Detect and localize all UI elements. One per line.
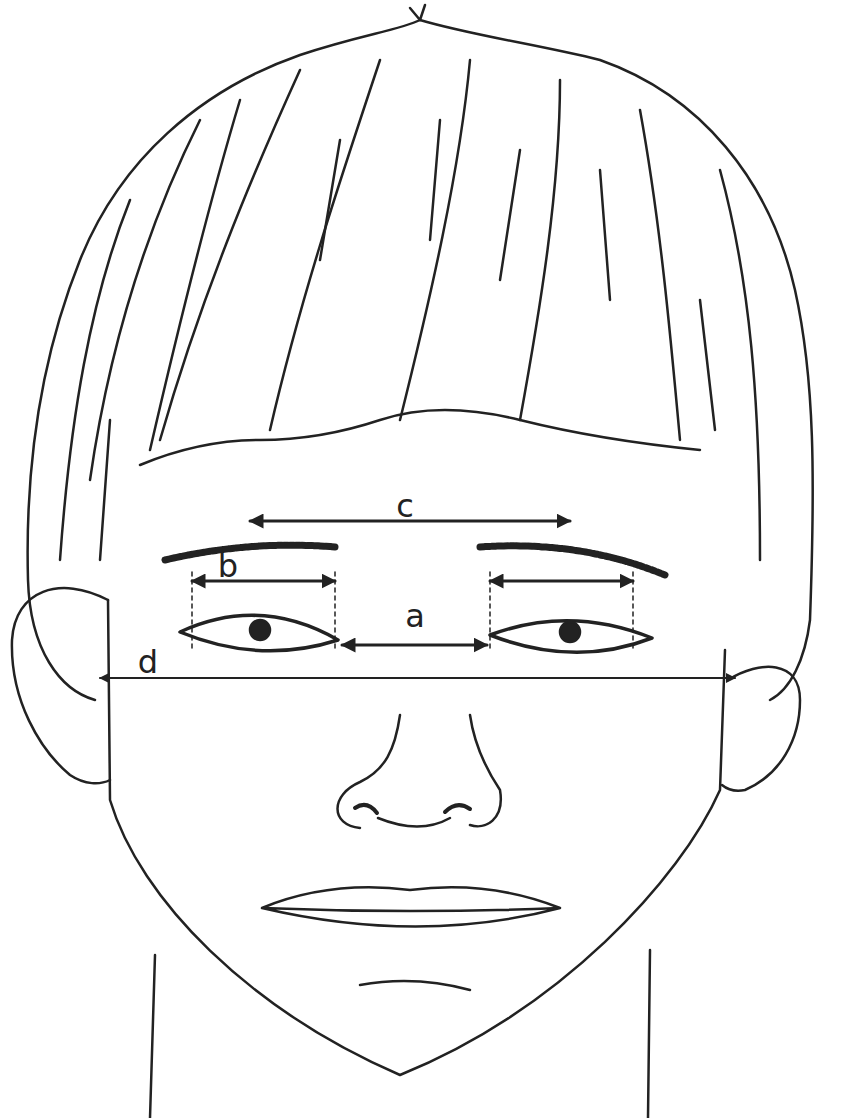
dimension-arrow	[192, 580, 335, 583]
dimension-arrow	[490, 580, 633, 583]
eyebrow	[165, 545, 335, 560]
pupil	[560, 622, 580, 642]
extension-line	[192, 572, 633, 650]
nostril	[355, 805, 470, 813]
dimension-arrow	[342, 644, 487, 647]
hair-strand	[100, 120, 715, 560]
hair-strand	[60, 60, 760, 560]
lips	[262, 887, 560, 926]
nose	[338, 715, 501, 828]
pupil	[250, 620, 270, 640]
neck-line	[648, 950, 650, 1118]
neck-line	[150, 955, 155, 1118]
dimension-label: c	[396, 490, 414, 522]
eye	[180, 615, 338, 650]
dimension-label: b	[218, 550, 238, 582]
hair-strand	[410, 5, 425, 20]
face-contour	[108, 600, 725, 1075]
dimension-label: d	[138, 646, 158, 678]
right-ear	[722, 667, 800, 791]
chin-mark	[360, 981, 470, 990]
dimension-arrow	[100, 677, 735, 679]
bangs-edge	[140, 410, 700, 465]
left-ear	[12, 588, 110, 783]
hair-outline	[28, 20, 813, 700]
dimension-label: a	[405, 600, 425, 632]
eye	[490, 621, 652, 653]
eyebrow	[480, 546, 665, 575]
